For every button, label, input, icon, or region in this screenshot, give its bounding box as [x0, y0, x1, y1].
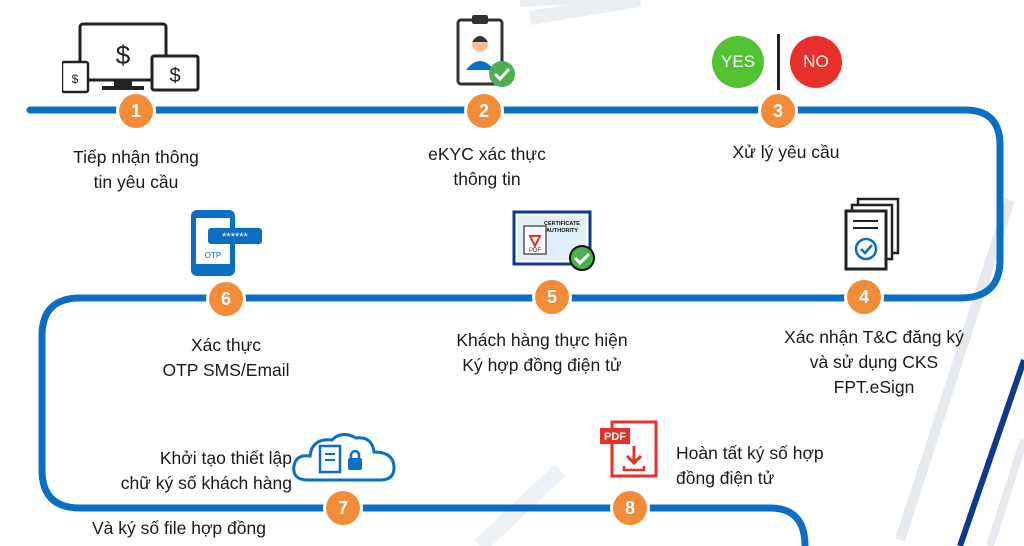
svg-text:AUTHORITY: AUTHORITY [546, 228, 578, 234]
id-clipboard-check-icon [456, 15, 515, 87]
step-6-badge: 6 [209, 282, 243, 316]
svg-text:OTP: OTP [205, 251, 221, 260]
certificate-pdf-icon: CERTIFICATE AUTHORITY PDF [512, 210, 595, 271]
computer-devices-dollar-icon: $ $ $ [62, 22, 200, 94]
step-3-label: Xử lý yêu cầu [732, 142, 840, 162]
yes-badge: YES [712, 36, 764, 88]
otp-phone-icon: ****** OTP [191, 210, 262, 276]
svg-text:$: $ [169, 65, 180, 87]
svg-text:******: ****** [222, 231, 248, 243]
step-4-badge: 4 [847, 280, 881, 314]
cloud-document-lock-icon [292, 433, 396, 482]
step-7-badge: 7 [326, 491, 360, 525]
step-1-badge: 1 [119, 94, 153, 128]
documents-check-icon [844, 197, 900, 271]
no-badge: NO [790, 36, 842, 88]
step-8-badge: 8 [613, 491, 647, 525]
svg-text:PDF: PDF [604, 431, 626, 443]
yes-no-icon: YES NO [712, 34, 846, 90]
step-3-badge: 3 [761, 94, 795, 128]
yes-no-divider [777, 34, 780, 90]
step-7-extra-label: Và ký số file hợp đồng [92, 518, 266, 538]
svg-text:$: $ [72, 72, 79, 86]
step-2-badge: 2 [467, 94, 501, 128]
no-label: NO [803, 52, 829, 71]
svg-text:PDF: PDF [529, 248, 541, 254]
svg-text:CERTIFICATE: CERTIFICATE [544, 221, 580, 227]
process-path [26, 106, 1004, 546]
yes-label: YES [720, 52, 756, 71]
step-5-badge: 5 [535, 280, 569, 314]
svg-text:$: $ [116, 40, 131, 70]
pdf-download-icon: PDF [600, 420, 658, 478]
